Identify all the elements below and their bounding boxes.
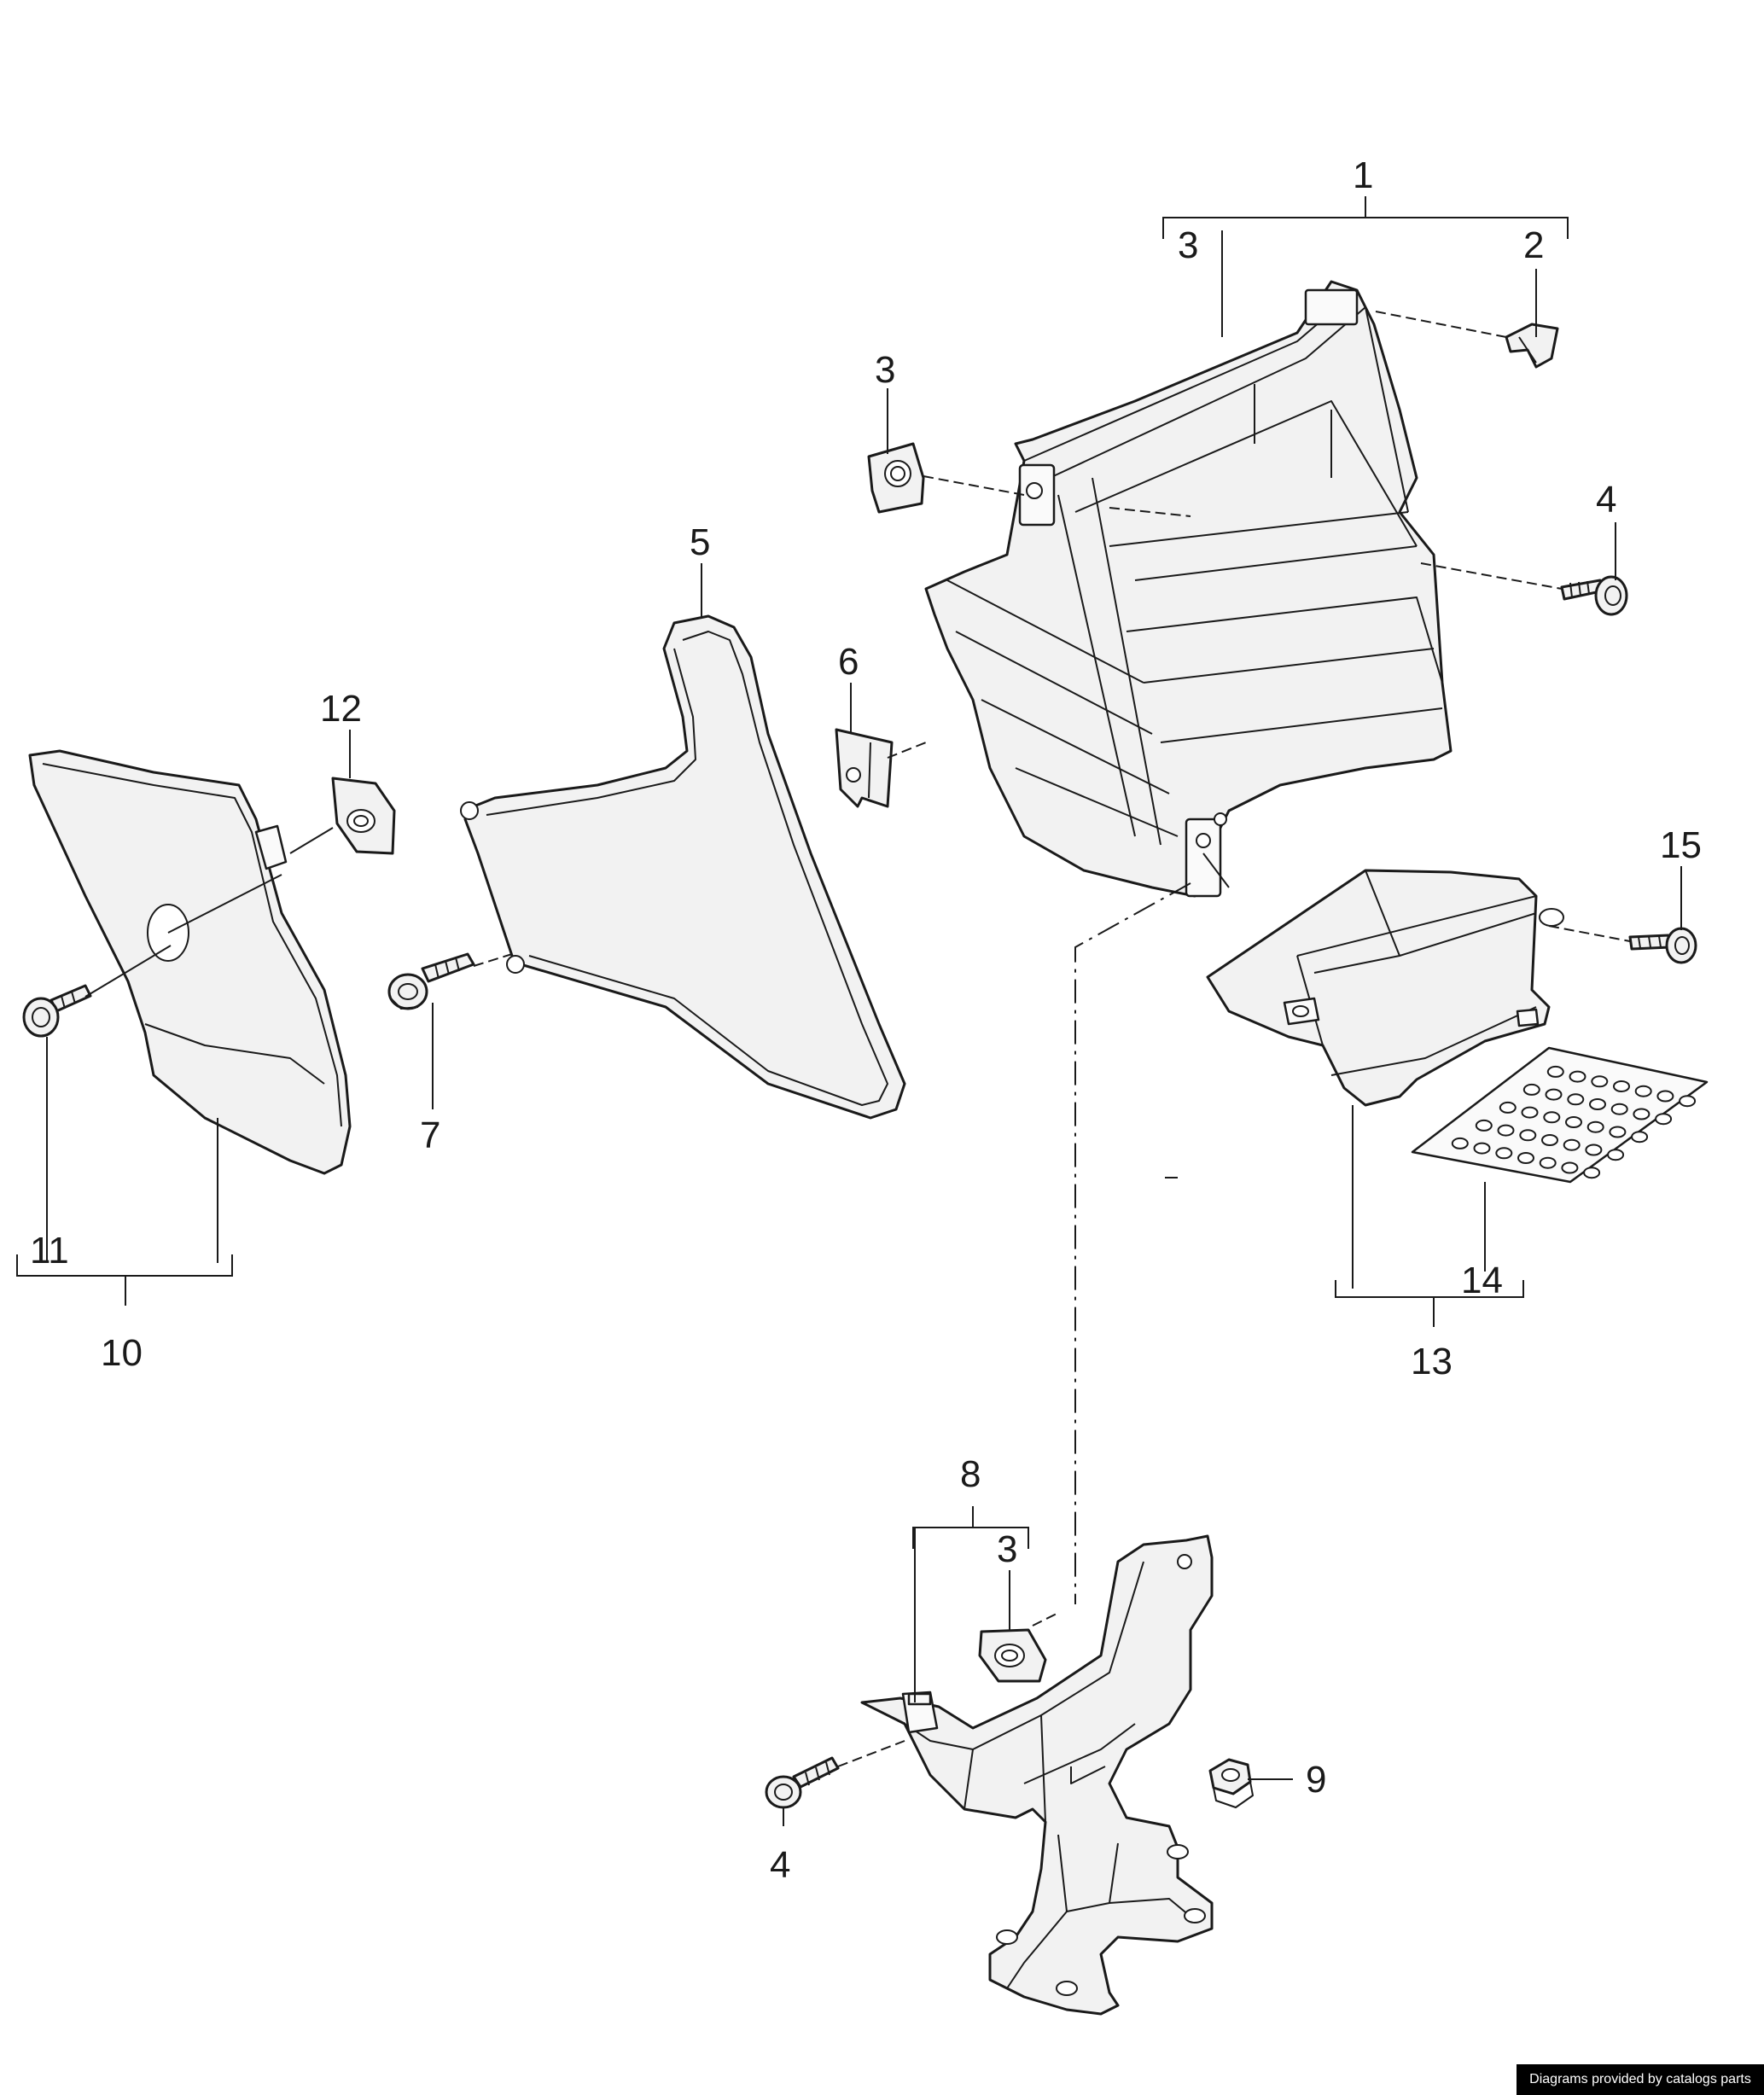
credit-banner: Diagrams provided by catalogs parts: [1517, 2064, 1764, 2095]
pad-dot: [1495, 1147, 1513, 1160]
pad-dot: [1586, 1120, 1604, 1133]
callout-7: 7: [420, 1114, 440, 1156]
callout-4-lower: 4: [770, 1844, 790, 1886]
pad-dot: [1519, 1129, 1537, 1142]
pad-dot: [1589, 1098, 1606, 1110]
callout-15: 15: [1660, 824, 1702, 866]
pad-dot: [1541, 1134, 1558, 1146]
pad-dot: [1607, 1149, 1625, 1161]
pad-dot: [1497, 1124, 1515, 1137]
side-trim-panel-part-5: [460, 614, 906, 1120]
callout-6: 6: [838, 641, 859, 683]
pad-dot: [1561, 1161, 1579, 1174]
screw-part-11: [22, 984, 92, 1038]
pad-dot: [1613, 1080, 1630, 1092]
screw-part-4-upper: [1560, 575, 1628, 616]
nut-part-9: [1208, 1758, 1254, 1808]
callout-8: 8: [960, 1453, 981, 1495]
callout-11: 11: [30, 1230, 69, 1272]
pad-dot: [1679, 1095, 1697, 1108]
pad-dot: [1656, 1090, 1674, 1103]
pad-dot: [1521, 1106, 1539, 1119]
pad-dot: [1543, 1111, 1561, 1124]
bracket-frame-part: [924, 280, 1453, 898]
clip-part-2: [1505, 323, 1559, 369]
trim-cover-part-10: [28, 749, 352, 1175]
callout-4-upper: 4: [1596, 479, 1616, 521]
callout-1: 1: [1353, 154, 1373, 196]
screw-part-15: [1628, 927, 1697, 964]
speed-nut-part-3-lower: [978, 1628, 1047, 1683]
pad-dot: [1565, 1116, 1582, 1128]
pad-dot: [1499, 1101, 1517, 1114]
pad-dot: [1546, 1065, 1564, 1078]
pad-dot: [1563, 1138, 1581, 1151]
pad-dot: [1451, 1137, 1469, 1149]
pad-dot: [1475, 1119, 1493, 1132]
callout-3-top: 3: [1178, 224, 1198, 266]
pad-dot: [1655, 1113, 1673, 1126]
callout-14: 14: [1461, 1260, 1503, 1301]
grip-pad-part-14: [1411, 1046, 1709, 1184]
callout-2: 2: [1523, 224, 1544, 266]
pad-dot: [1631, 1131, 1649, 1144]
speed-nut-part-3-upper: [867, 442, 925, 514]
pad-dot: [1567, 1093, 1585, 1106]
pad-dot: [1545, 1088, 1563, 1101]
lower-bracket-part-8: [860, 1534, 1214, 2016]
tray-part-13: [1206, 869, 1564, 1107]
pad-dot: [1591, 1075, 1609, 1088]
pad-dot: [1539, 1156, 1557, 1169]
screw-part-7: [387, 952, 475, 1010]
callout-10: 10: [101, 1332, 143, 1374]
callout-5: 5: [690, 521, 710, 563]
pad-dot: [1633, 1108, 1650, 1120]
pad-dot: [1517, 1152, 1534, 1164]
pad-dot: [1569, 1070, 1586, 1083]
pad-dot: [1473, 1142, 1491, 1155]
pad-dot-grid: [1451, 1065, 1697, 1179]
callout-3-lower: 3: [997, 1528, 1017, 1570]
callout-3-nut: 3: [875, 349, 895, 391]
pad-dot: [1583, 1167, 1601, 1179]
callout-12: 12: [320, 688, 362, 730]
screw-part-4-lower: [765, 1756, 840, 1809]
pad-dot: [1585, 1144, 1603, 1156]
pad-dot: [1634, 1085, 1652, 1097]
speed-nut-part-12: [331, 777, 396, 855]
callout-13: 13: [1411, 1341, 1453, 1382]
pad-dot: [1610, 1103, 1628, 1115]
clip-part-6: [835, 728, 894, 808]
pad-dot: [1609, 1126, 1627, 1138]
pad-dot: [1522, 1083, 1540, 1096]
callout-9: 9: [1306, 1759, 1326, 1801]
